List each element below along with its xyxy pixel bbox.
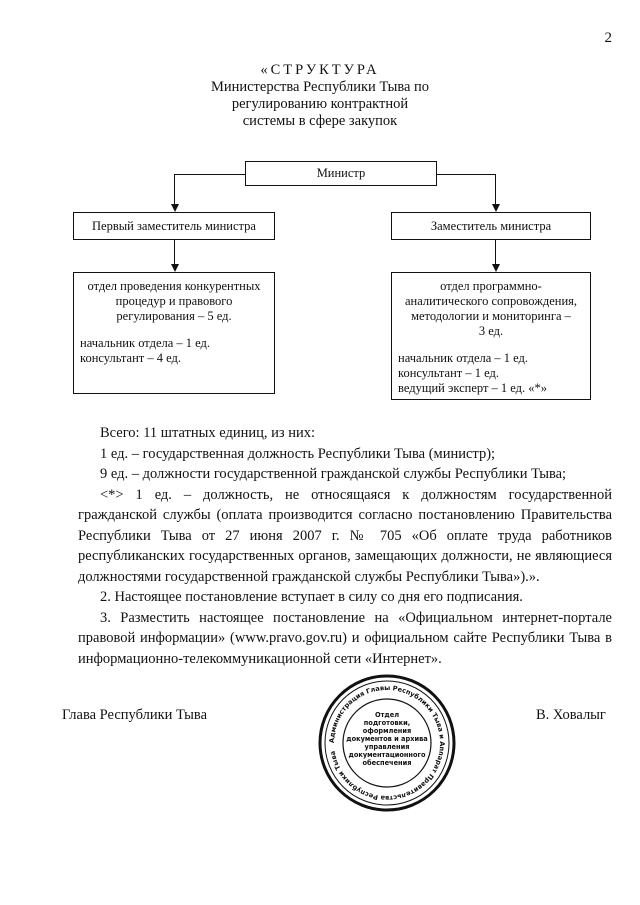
connector-line [495,239,496,265]
seal-center-text: подготовки, [364,719,411,727]
department-name: регулирования – 5 ед. [116,309,232,323]
department-box-right: отдел программно- аналитического сопрово… [391,272,591,400]
seal-center-text: управления [365,743,410,751]
title-line: Министерства Республики Тыва по [210,79,430,95]
staff-line: начальник отдела – 1 ед. [398,351,529,365]
title-line: системы в сфере закупок [242,113,398,129]
staff-line: консультант – 1 ед. [398,366,499,380]
first-deputy-label: Первый заместитель министра [92,218,256,233]
paragraph: 2. Настоящее постановление вступает в си… [100,589,523,605]
signer-name: В. Ховалыг [536,707,606,723]
signer-position: Глава Республики Тыва [62,707,208,723]
title-line: регулированию контрактной [231,96,409,112]
arrow-down-icon [171,204,179,212]
department-name: отдел программно- [440,279,542,293]
document-body: Всего: 11 штатных единиц, из них: 1 ед. … [78,423,612,669]
department-name: аналитического сопровождения, [404,294,578,308]
department-name: процедур и правового [115,294,233,308]
paragraph: 3. Разместить настоящее постановление на… [78,609,612,667]
minister-label: Министр [316,166,366,180]
seal-center-text: документационного [349,751,426,759]
document-title: «СТРУКТУРА Министерства Республики Тыва … [0,62,640,130]
department-name: 3 ед. [478,324,504,338]
official-seal: Администрация Главы Республики Тыва и Ап… [318,674,456,812]
list-item: 9 ед. – должности государственной гражда… [100,466,567,482]
total-line: Всего: 11 штатных единиц, из них: [100,425,316,441]
staff-line: ведущий эксперт – 1 ед. «*» [398,381,548,395]
seal-center-text: обеспечения [363,759,412,767]
department-name: отдел проведения конкурентных [87,279,261,293]
seal-center-text: Отдел [375,711,399,719]
seal-center-text: документов и архива [346,735,427,743]
connector-line [436,174,496,175]
deputy-box: Заместитель министра [391,212,591,240]
list-item: 1 ед. – государственная должность Респуб… [100,445,496,462]
footnote-paragraph: <*> 1 ед. – должность, не относящаяся к … [78,486,612,585]
connector-line [174,174,246,175]
arrow-down-icon [492,204,500,212]
connector-line [495,174,496,205]
department-box-left: отдел проведения конкурентных процедур и… [73,272,275,394]
department-name: методологии и мониторинга – [411,309,571,323]
minister-box: Министр [245,161,437,186]
staff-line: начальник отдела – 1 ед. [80,336,211,350]
page-number: 2 [604,30,613,46]
title-line: «СТРУКТУРА [260,62,380,78]
staff-line: консультант – 4 ед. [80,351,181,365]
connector-line [174,239,175,265]
seal-center-text: оформления [363,727,411,735]
arrow-down-icon [171,264,179,272]
first-deputy-box: Первый заместитель министра [73,212,275,240]
arrow-down-icon [492,264,500,272]
connector-line [174,174,175,205]
deputy-label: Заместитель министра [430,218,552,233]
